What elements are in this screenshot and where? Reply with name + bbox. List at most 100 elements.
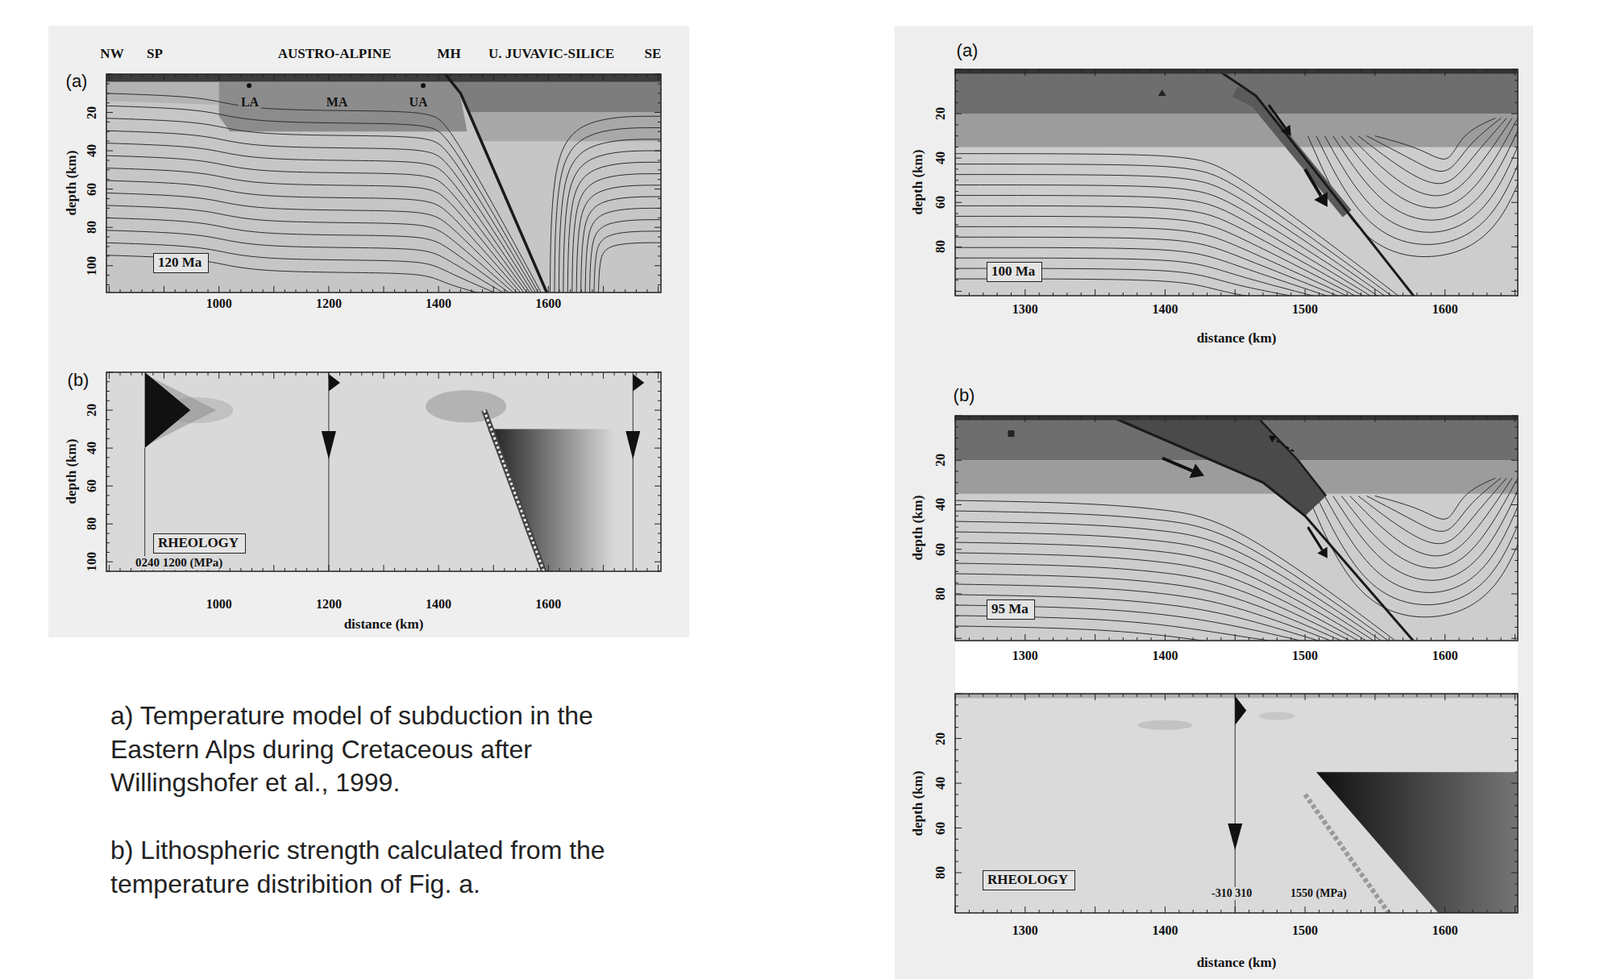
tick-mark <box>1514 694 1516 701</box>
tick-mark <box>1511 157 1518 159</box>
tick-mark <box>1066 415 1068 420</box>
tick-mark <box>1122 910 1124 914</box>
tick-mark <box>438 565 440 572</box>
tick-mark <box>1374 289 1376 296</box>
tick-mark <box>657 92 661 94</box>
tick-mark <box>262 372 264 376</box>
tick-mark <box>328 74 329 81</box>
tick-mark <box>240 568 242 572</box>
tick-mark <box>1514 91 1518 92</box>
frame-border <box>106 372 661 572</box>
tick-mark <box>1066 637 1068 641</box>
tick-mark <box>106 448 113 449</box>
arrow-head <box>1280 124 1292 137</box>
tick-mark <box>657 428 661 430</box>
tick-mark <box>955 582 959 584</box>
tick-mark <box>174 289 176 293</box>
panel-letter: (b) <box>67 369 90 391</box>
tick-mark <box>196 74 198 78</box>
tick-mark <box>1514 279 1518 281</box>
tick-mark <box>1514 213 1518 215</box>
tick-mark <box>1514 560 1518 562</box>
tick-mark <box>1514 289 1516 296</box>
tick-label: 1300 <box>1012 648 1039 664</box>
tick-mark <box>1206 637 1208 641</box>
tick-mark <box>1346 292 1348 296</box>
tick-mark <box>1500 637 1502 641</box>
tick-mark <box>1514 69 1516 76</box>
tick-mark <box>196 372 198 376</box>
tick-label: 1400 <box>425 597 452 612</box>
tick-mark <box>1430 415 1432 420</box>
tick-mark <box>657 565 659 572</box>
tick-label: 1400 <box>1151 923 1178 939</box>
tick-label: 60 <box>933 195 948 209</box>
isotherm <box>955 552 1379 641</box>
tick-mark <box>1402 292 1404 296</box>
tick-label: 60 <box>933 543 948 557</box>
tick-mark <box>106 532 110 534</box>
tick-mark <box>1206 910 1208 914</box>
tick-mark <box>1206 69 1208 73</box>
tick-mark <box>955 504 962 506</box>
tick-mark <box>526 372 528 376</box>
tick-mark <box>955 906 956 914</box>
tick-mark <box>1052 637 1054 641</box>
axis-title: distance (km) <box>1196 955 1277 972</box>
tick-mark <box>955 79 959 81</box>
tick-mark <box>997 292 998 296</box>
tick-mark <box>955 135 959 137</box>
isotherm <box>1308 477 1518 617</box>
tick-mark <box>106 121 110 123</box>
tick-mark <box>106 265 113 266</box>
tick-mark <box>955 426 959 428</box>
tick-mark <box>955 738 962 740</box>
tick-mark <box>1192 292 1194 296</box>
tick-mark <box>460 74 462 78</box>
isotherm <box>567 162 661 293</box>
tick-label: 40 <box>933 777 948 790</box>
tick-mark <box>1136 69 1138 73</box>
tick-mark <box>1262 910 1264 914</box>
tick-mark <box>1472 694 1474 698</box>
tick-mark <box>1444 694 1446 701</box>
tick-mark <box>108 372 110 379</box>
tick-mark <box>657 438 661 440</box>
tick-mark <box>106 390 110 392</box>
isotherm <box>549 116 661 293</box>
tick-mark <box>350 74 352 78</box>
tick-mark <box>262 74 264 78</box>
isotherm <box>1324 477 1518 593</box>
isotherm <box>955 247 1354 296</box>
isotherm <box>1308 118 1518 258</box>
tick-mark <box>106 207 110 209</box>
tick-mark <box>654 561 661 563</box>
region-label: NW <box>99 45 124 63</box>
isotherm <box>106 167 532 293</box>
tick-mark <box>106 486 113 487</box>
tick-label: 1200 <box>315 597 342 612</box>
tick-mark <box>1262 292 1264 296</box>
tick-mark <box>1151 910 1152 914</box>
tick-mark <box>526 74 528 78</box>
tick-mark <box>997 69 998 73</box>
tick-mark <box>185 289 187 293</box>
tick-mark <box>955 482 959 483</box>
tick-label: 60 <box>933 822 948 836</box>
isotherm <box>106 192 527 293</box>
tick-mark <box>955 694 956 701</box>
tick-mark <box>394 74 395 78</box>
tick-label: 80 <box>933 587 948 601</box>
tick-mark <box>273 372 275 379</box>
tick-mark <box>968 637 970 641</box>
tick-mark <box>1304 634 1306 641</box>
tick-mark <box>1511 872 1518 874</box>
tick-mark <box>955 715 959 717</box>
tick-mark <box>106 552 110 553</box>
tick-mark <box>1080 292 1082 296</box>
tick-mark <box>1024 634 1026 641</box>
tick-mark <box>1444 906 1446 914</box>
tick-mark <box>106 227 113 229</box>
tick-mark <box>1290 415 1292 420</box>
tick-mark <box>1122 637 1124 641</box>
